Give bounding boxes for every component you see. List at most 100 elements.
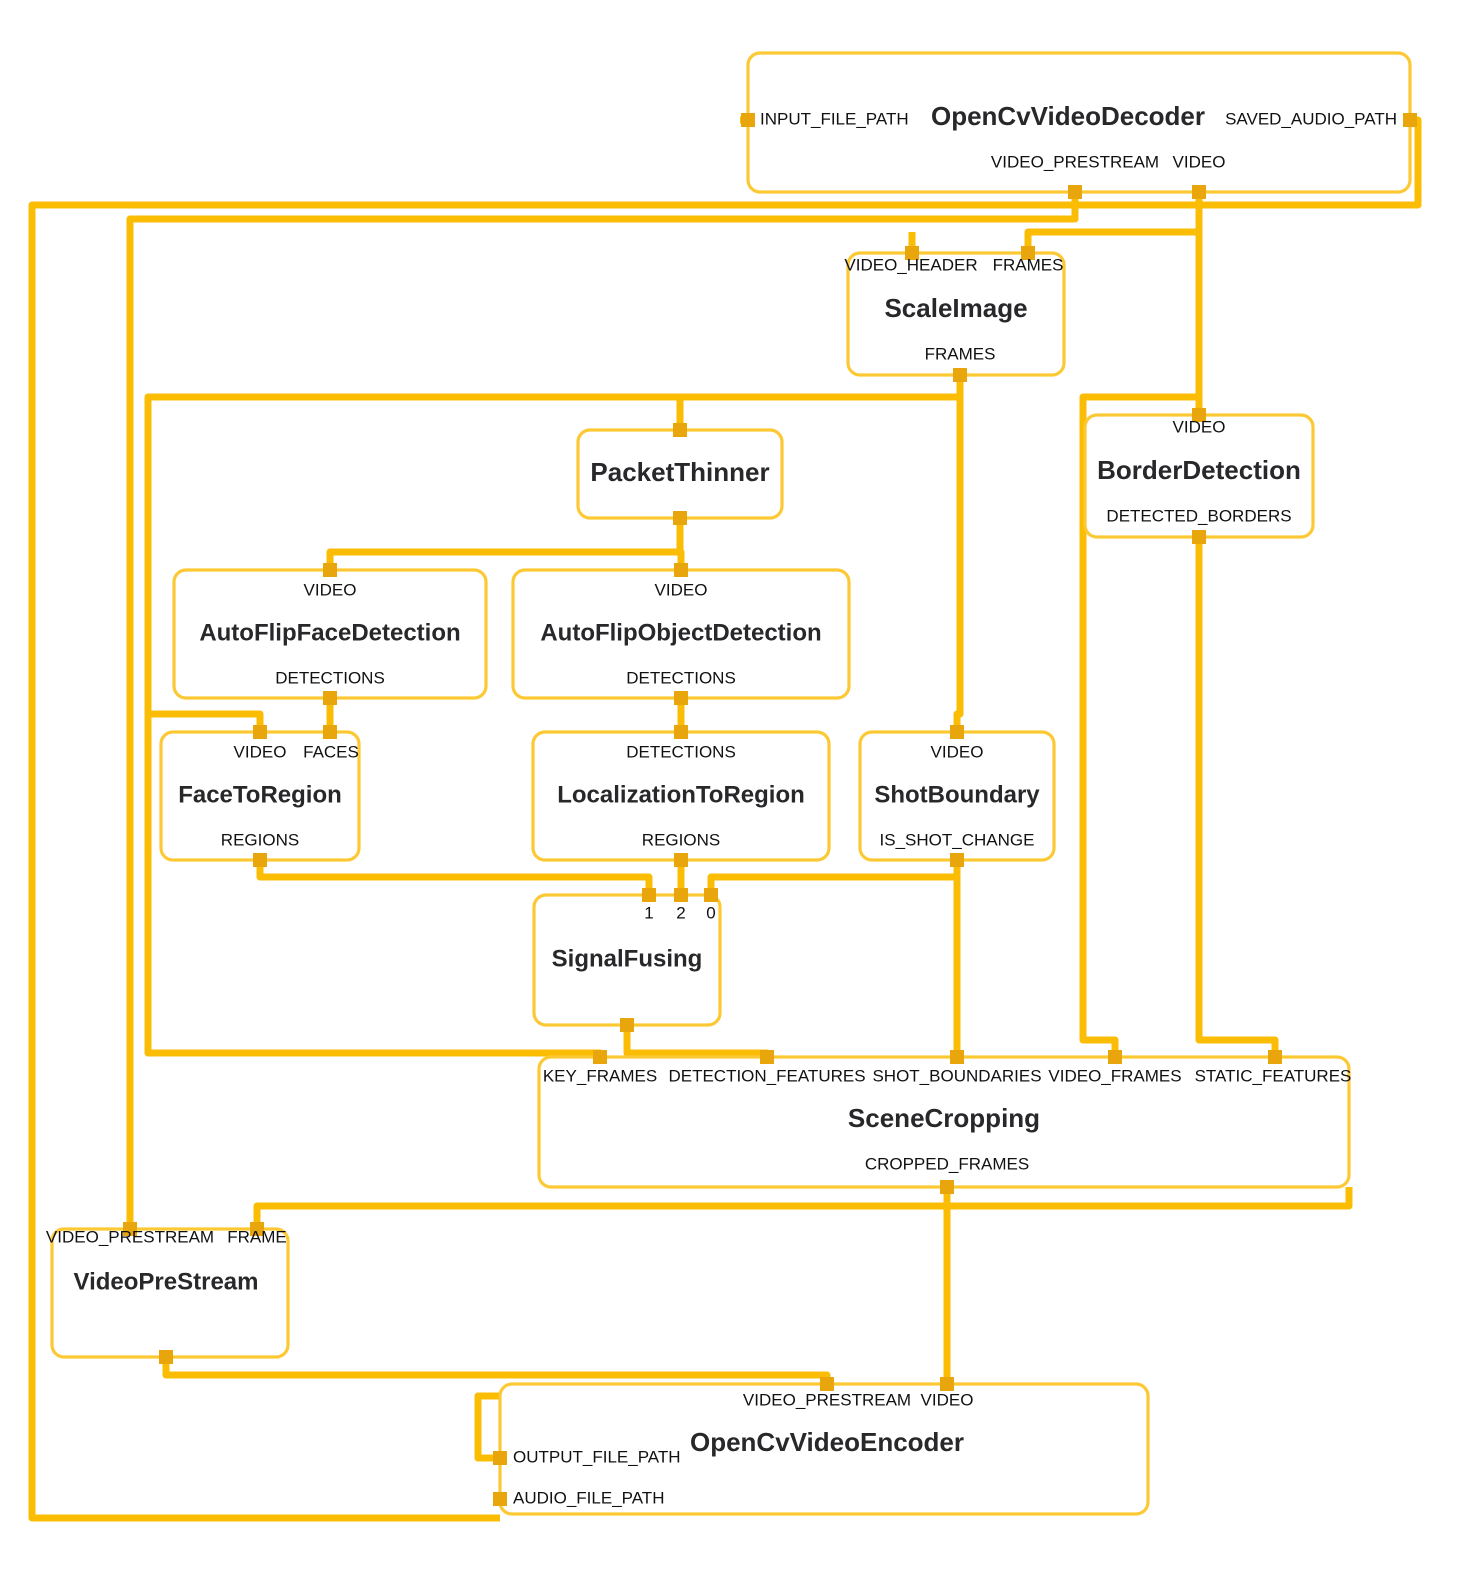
graph-edge <box>676 375 964 430</box>
port-output-marker[interactable] <box>940 1180 954 1194</box>
port-input-marker[interactable] <box>673 423 687 437</box>
graph-node-scale-image[interactable]: ScaleImage VIDEO_HEADER FRAMES FRAMES <box>844 246 1066 382</box>
port-input-marker[interactable] <box>253 725 267 739</box>
graph-node-opencv-video-decoder[interactable]: OpenCvVideoDecoder INPUT_FILE_PATH SAVED_A… <box>741 51 1417 199</box>
port-output-marker[interactable] <box>1192 185 1206 199</box>
port-input-marker[interactable] <box>741 113 755 127</box>
port-label: AUDIO_FILE_PATH <box>513 1488 664 1507</box>
graph-edge <box>253 1187 1353 1229</box>
port-index-label: 2 <box>676 903 685 922</box>
graph-node-face-to-region[interactable]: FaceToRegion VIDEO FACES REGIONS <box>159 725 361 867</box>
port-input-marker[interactable] <box>323 563 337 577</box>
port-output-marker[interactable] <box>673 511 687 525</box>
node-title: SignalFusing <box>552 945 703 972</box>
graph-edge <box>1195 537 1279 1057</box>
port-output-marker[interactable] <box>323 691 337 705</box>
port-label: INPUT_FILE_PATH <box>760 109 909 128</box>
port-input-marker[interactable] <box>674 888 688 902</box>
node-title: BorderDetection <box>1097 455 1301 485</box>
node-title: FaceToRegion <box>178 781 342 808</box>
port-input-marker[interactable] <box>123 1222 137 1236</box>
port-output-marker[interactable] <box>159 1350 173 1364</box>
port-output-marker[interactable] <box>253 853 267 867</box>
port-input-marker[interactable] <box>760 1050 774 1064</box>
port-label: KEY_FRAMES <box>543 1066 657 1085</box>
graph-node-packet-thinner[interactable]: PacketThinner <box>576 423 784 525</box>
port-input-marker[interactable] <box>940 1377 954 1391</box>
port-output-marker[interactable] <box>674 691 688 705</box>
port-label: REGIONS <box>642 830 720 849</box>
port-label: FRAMES <box>925 344 996 363</box>
port-input-marker[interactable] <box>950 1050 964 1064</box>
port-input-marker[interactable] <box>493 1492 507 1506</box>
port-label: VIDEO <box>1173 417 1226 436</box>
port-label: FRAMES <box>993 255 1064 274</box>
graph-edge <box>474 1392 500 1462</box>
port-label: STATIC_FEATURES <box>1195 1066 1352 1085</box>
port-label: VIDEO_PRESTREAM <box>46 1227 214 1246</box>
port-input-marker[interactable] <box>642 888 656 902</box>
port-index-label: 1 <box>644 903 653 922</box>
port-output-marker[interactable] <box>1068 185 1082 199</box>
port-index-label: 0 <box>706 903 715 922</box>
graph-node-border-detection[interactable]: BorderDetection VIDEO DETECTED_BORDERS <box>1083 408 1315 544</box>
port-label: DETECTIONS <box>626 742 736 761</box>
graph-edge <box>326 518 684 570</box>
port-output-marker[interactable] <box>1403 113 1417 127</box>
port-label: FACES <box>303 742 359 761</box>
port-input-marker[interactable] <box>1021 246 1035 260</box>
graph-edge <box>162 1357 831 1384</box>
port-label: VIDEO_FRAMES <box>1048 1066 1181 1085</box>
port-label: REGIONS <box>221 830 299 849</box>
port-output-marker[interactable] <box>674 853 688 867</box>
port-label: VIDEO <box>655 580 708 599</box>
port-label: VIDEO <box>304 580 357 599</box>
port-label: VIDEO_PRESTREAM <box>991 152 1159 171</box>
graph-edge <box>1079 393 1199 1057</box>
port-input-marker[interactable] <box>323 725 337 739</box>
port-input-marker[interactable] <box>674 563 688 577</box>
port-output-marker[interactable] <box>250 1222 264 1236</box>
port-label: VIDEO_HEADER <box>844 255 977 274</box>
port-input-marker[interactable] <box>1108 1050 1122 1064</box>
port-label: VIDEO_PRESTREAM <box>743 1390 911 1409</box>
port-label: VIDEO <box>931 742 984 761</box>
port-label: SAVED_AUDIO_PATH <box>1225 109 1397 128</box>
node-title: ShotBoundary <box>874 781 1040 808</box>
port-input-marker[interactable] <box>1268 1050 1282 1064</box>
graph-node-shot-boundary[interactable]: ShotBoundary VIDEO IS_SHOT_CHANGE <box>858 725 1056 867</box>
port-label: VIDEO <box>921 1390 974 1409</box>
port-output-marker[interactable] <box>953 368 967 382</box>
node-title: LocalizationToRegion <box>557 781 805 808</box>
graph-node-localization-to-region[interactable]: LocalizationToRegion DETECTIONS REGIONS <box>531 725 831 867</box>
port-input-marker[interactable] <box>820 1377 834 1391</box>
port-input-marker[interactable] <box>674 725 688 739</box>
port-output-marker[interactable] <box>950 853 964 867</box>
node-title: OpenCvVideoDecoder <box>931 101 1205 131</box>
node-title: ScaleImage <box>884 293 1027 323</box>
port-output-marker[interactable] <box>620 1018 634 1032</box>
graph-edge <box>623 1025 771 1057</box>
port-label: DETECTED_BORDERS <box>1106 506 1291 525</box>
port-input-marker[interactable] <box>593 1050 607 1064</box>
port-input-marker[interactable] <box>905 246 919 260</box>
port-output-marker[interactable] <box>1192 530 1206 544</box>
port-input-marker[interactable] <box>704 888 718 902</box>
port-label: IS_SHOT_CHANGE <box>880 830 1035 849</box>
graph-node-signal-fusing[interactable]: SignalFusing 1 2 0 <box>532 888 722 1032</box>
nodes-layer: OpenCvVideoDecoder INPUT_FILE_PATH SAVED_A… <box>46 51 1417 1516</box>
port-input-marker[interactable] <box>1192 408 1206 422</box>
port-label: VIDEO <box>234 742 287 761</box>
node-title: AutoFlipFaceDetection <box>199 619 460 646</box>
node-title: VideoPreStream <box>74 1268 259 1295</box>
port-input-marker[interactable] <box>493 1451 507 1465</box>
port-label: VIDEO <box>1173 152 1226 171</box>
port-input-marker[interactable] <box>950 725 964 739</box>
node-title: PacketThinner <box>590 457 769 487</box>
